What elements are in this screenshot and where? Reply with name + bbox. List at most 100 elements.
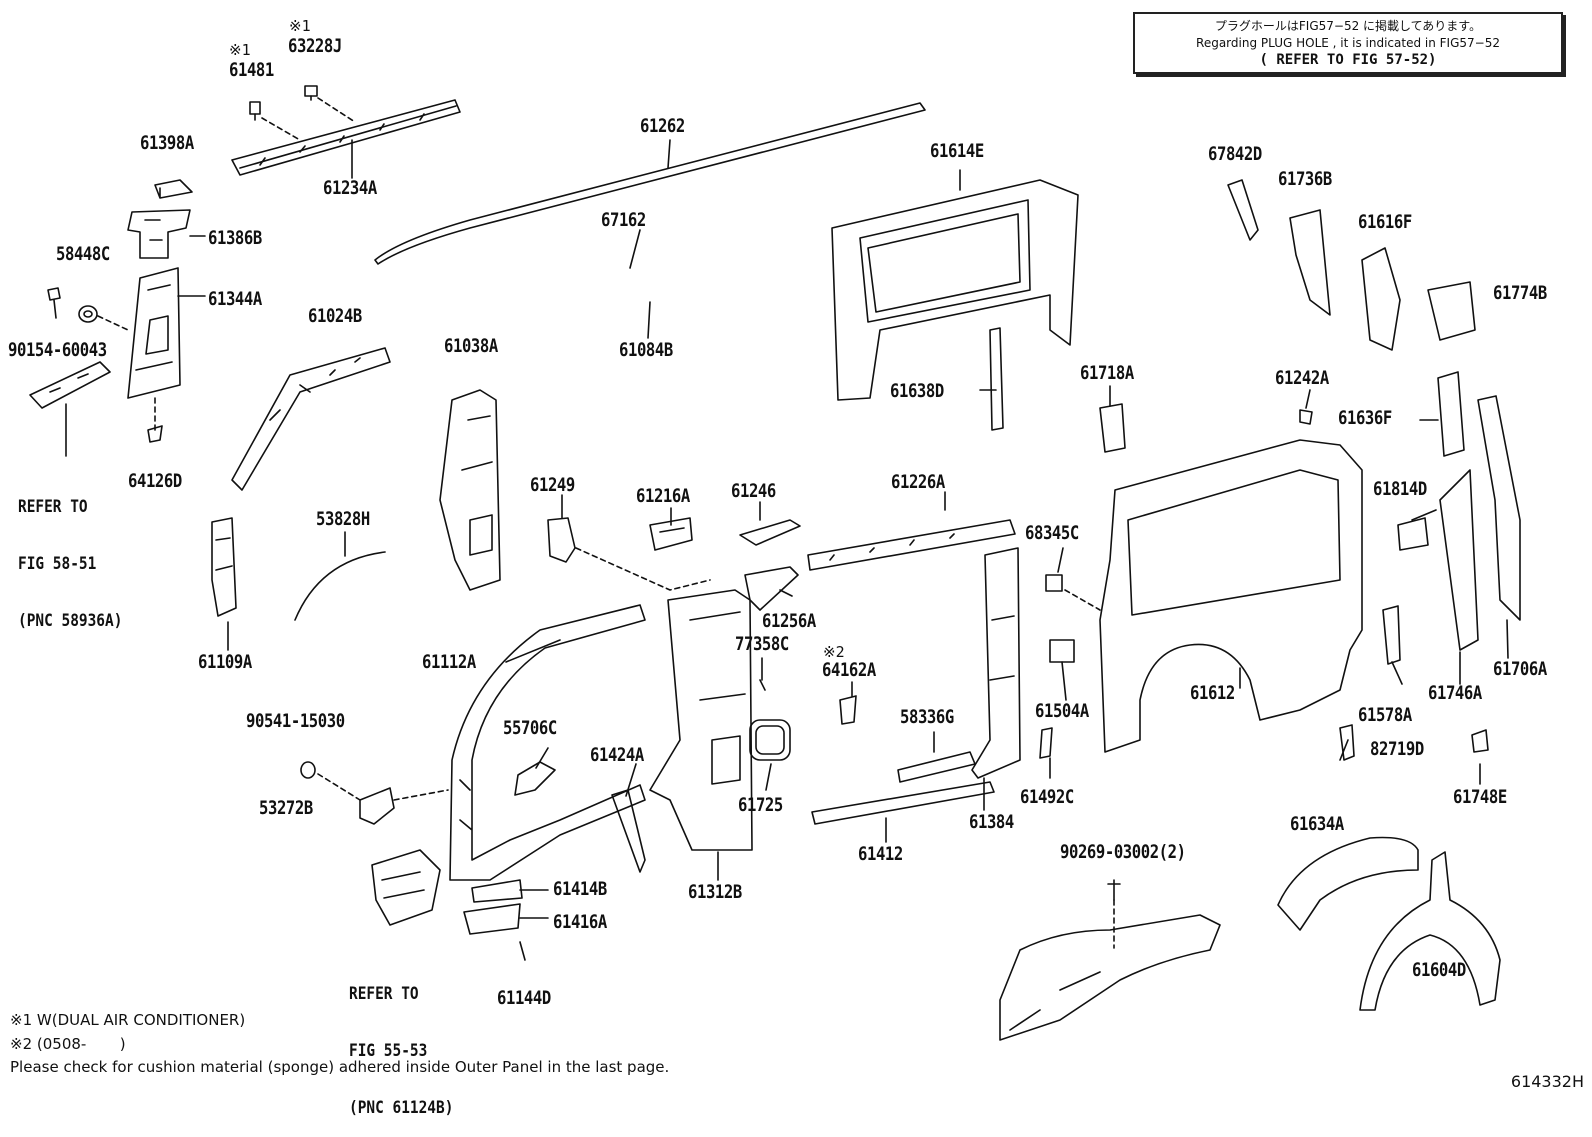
part-label[interactable]: 61604D (1412, 959, 1466, 981)
part-label[interactable]: 61246 (731, 480, 776, 502)
part-label[interactable]: 61242A (1275, 367, 1329, 389)
part-label[interactable]: 55706C (503, 717, 557, 739)
part-label[interactable]: 61109A (198, 651, 252, 673)
part-61384-shape (971, 547, 1021, 779)
part-label[interactable]: 61216A (636, 485, 690, 507)
leader (519, 889, 549, 919)
part-label[interactable]: 61725 (738, 794, 783, 816)
part-label[interactable]: 61706A (1493, 658, 1547, 680)
part-label[interactable]: 61774B (1493, 282, 1547, 304)
refer-line: REFER TO (18, 497, 88, 517)
part-label[interactable]: 61084B (619, 339, 673, 361)
part-61614E-shape (831, 179, 1079, 401)
part-label[interactable]: 68345C (1025, 522, 1079, 544)
leader-lines-2 (227, 491, 1067, 881)
part-label[interactable]: 90154-60043 (8, 339, 107, 361)
notice-box: プラグホールはFIG57−52 に掲載してあります。 Regarding PLU… (1133, 12, 1563, 74)
part-label[interactable]: 61718A (1080, 362, 1134, 384)
part-label[interactable]: 64162A (822, 659, 876, 681)
part-label[interactable]: 64126D (128, 470, 182, 492)
part-61412-shape (811, 781, 995, 825)
part-label[interactable]: 90541-15030 (246, 710, 345, 732)
part-label[interactable]: 61256A (762, 610, 816, 632)
part-label[interactable]: 61414B (553, 878, 607, 900)
part-label[interactable]: 67842D (1208, 143, 1262, 165)
clip-63228J-shape (304, 85, 318, 101)
part-61344A-shape (127, 267, 181, 399)
part-label[interactable]: 77358C (735, 633, 789, 655)
part-61226A-shape (807, 519, 1016, 571)
parts-diagram: プラグホールはFIG57−52 に掲載してあります。 Regarding PLU… (8, 12, 1584, 1118)
notice-line-jp: プラグホールはFIG57−52 に掲載してあります。 (1214, 19, 1482, 33)
part-label[interactable]: 61412 (858, 843, 903, 865)
refer-note-fig-55-53[interactable]: REFER TO FIG 55-53 (PNC 61124B) (349, 947, 453, 1137)
part-label[interactable]: 61481 (229, 59, 274, 81)
part-label[interactable]: 61492C (1020, 786, 1074, 808)
part-61492C-shape (1039, 727, 1053, 759)
part-label[interactable]: 58336G (900, 706, 954, 728)
part-label[interactable]: 53272B (259, 797, 313, 819)
part-label[interactable]: 61262 (640, 115, 685, 137)
part-label[interactable]: 61386B (208, 227, 262, 249)
part-61414B-shape (471, 879, 523, 903)
notice-refer-link[interactable]: ( REFER TO FIG 57-52) (1259, 52, 1437, 68)
part-label[interactable]: 61038A (444, 335, 498, 357)
footnote-2: ※2 (0508- ) (10, 1035, 126, 1053)
part-label[interactable]: 58448C (56, 243, 110, 265)
part-label[interactable]: 53828H (316, 508, 370, 530)
part-label[interactable]: 61416A (553, 911, 607, 933)
part-label[interactable]: 61024B (308, 305, 362, 327)
part-label[interactable]: 61616F (1358, 211, 1412, 233)
refer-line: REFER TO (349, 984, 419, 1004)
part-label[interactable]: 61612 (1190, 682, 1235, 704)
part-label[interactable]: 61504A (1035, 700, 1089, 722)
part-label[interactable]: 61312B (688, 881, 742, 903)
part-label[interactable]: 61424A (590, 744, 644, 766)
part-label[interactable]: 61814D (1373, 478, 1427, 500)
part-label[interactable]: 61234A (323, 177, 377, 199)
part-label[interactable]: 90269-03002(2) (1060, 841, 1186, 863)
part-label[interactable]: 61112A (422, 651, 476, 673)
part-61216A-shape (649, 517, 693, 551)
part-61578A-shape (1382, 605, 1401, 665)
leader-dashed (97, 315, 129, 331)
part-label[interactable]: 61226A (891, 471, 945, 493)
part-64126D-shape (147, 425, 163, 443)
part-label[interactable]: 61144D (497, 987, 551, 1009)
part-label[interactable]: 61384 (969, 811, 1014, 833)
part-label[interactable]: 61638D (890, 380, 944, 402)
bolt-90541-shape (300, 761, 316, 779)
part-61109A-shape (211, 517, 237, 617)
part-61718A-shape (1099, 403, 1126, 453)
part-floor-section-shape (999, 914, 1221, 1041)
part-label[interactable]: 61636F (1338, 407, 1392, 429)
part-label[interactable]: 67162 (601, 209, 646, 231)
refer-note-fig-58-51[interactable]: REFER TO FIG 58-51 (PNC 58936A) (18, 460, 122, 650)
part-61634A-shape (1277, 836, 1419, 931)
part-61736B-shape (1289, 209, 1331, 316)
part-61249-shape (547, 517, 576, 563)
part-label[interactable]: 61748E (1453, 786, 1507, 808)
part-61256A-shape (744, 566, 799, 611)
leader-dashed (261, 97, 356, 141)
part-label[interactable]: 61736B (1278, 168, 1332, 190)
part-label[interactable]: 61344A (208, 288, 262, 310)
part-label[interactable]: 61578A (1358, 704, 1412, 726)
leader-dashed (1064, 589, 1101, 611)
refer-line: (PNC 61124B) (349, 1098, 454, 1118)
part-61398A-shape (154, 179, 193, 199)
part-label[interactable]: 61746A (1428, 682, 1482, 704)
notice-line-en: Regarding PLUG HOLE , it is indicated in… (1196, 36, 1500, 50)
part-label[interactable]: 61398A (140, 132, 194, 154)
part-61416A-shape (463, 903, 521, 935)
part-label[interactable]: 61249 (530, 474, 575, 496)
part-label[interactable]: 63228J (288, 35, 342, 57)
part-label[interactable]: 61634A (1290, 813, 1344, 835)
part-61504A-shape (1049, 639, 1075, 663)
note-mark-2: ※2 (823, 643, 845, 661)
part-label[interactable]: 82719D (1370, 738, 1424, 760)
part-77358C-shape (759, 679, 766, 691)
note-mark-1b: ※1 (289, 17, 311, 35)
clip-61481-shape (249, 101, 261, 121)
part-label[interactable]: 61614E (930, 140, 984, 162)
